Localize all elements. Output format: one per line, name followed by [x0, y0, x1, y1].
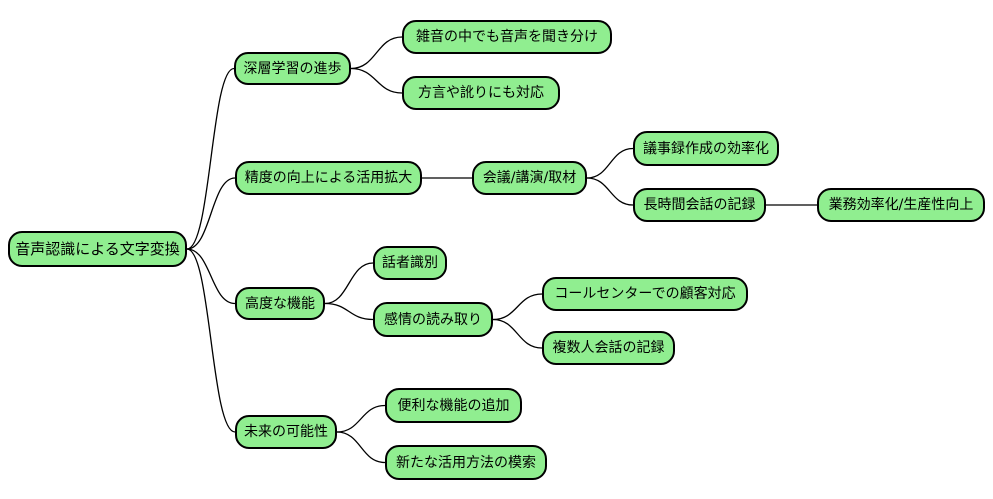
edge-deep-learning-noise-robust [350, 36, 403, 70]
edge-deep-learning-dialect [350, 67, 403, 94]
edge-meetings-long-conversation [586, 177, 634, 206]
node-multi-speaker[interactable]: 複数人会話の記録 [542, 331, 675, 365]
edge-advanced-speaker-id [324, 262, 374, 305]
node-call-center[interactable]: コールセンターでの顧客対応 [542, 277, 748, 311]
edge-root-advanced-features [186, 248, 236, 305]
node-speaker-id[interactable]: 話者識別 [373, 246, 447, 280]
node-emotion-reading[interactable]: 感情の読み取り [373, 302, 493, 337]
edge-root-accuracy-uses [186, 177, 236, 250]
node-accuracy-uses[interactable]: 精度の向上による活用拡大 [235, 161, 422, 195]
edge-root-future [186, 248, 236, 433]
node-root[interactable]: 音声認識による文字変換 [8, 231, 187, 267]
edge-future-new-features [336, 404, 386, 433]
node-long-conversation[interactable]: 長時間会話の記録 [633, 188, 766, 222]
node-advanced-features[interactable]: 高度な機能 [235, 287, 325, 320]
edge-emotion-multi-speaker [492, 318, 543, 349]
node-dialect-support[interactable]: 方言や訛りにも対応 [402, 76, 560, 110]
node-future[interactable]: 未来の可能性 [235, 415, 337, 449]
node-work-efficiency[interactable]: 業務効率化/生産性向上 [817, 188, 985, 222]
edge-future-new-uses [336, 431, 386, 464]
node-deep-learning[interactable]: 深層学習の進歩 [234, 52, 351, 85]
node-meetings[interactable]: 会議/講演/取材 [472, 161, 587, 195]
node-new-uses[interactable]: 新たな活用方法の模索 [385, 445, 547, 480]
edge-meetings-minutes [586, 147, 634, 179]
node-new-features[interactable]: 便利な機能の追加 [385, 388, 522, 423]
edge-emotion-call-center [492, 293, 543, 321]
node-noise-robust[interactable]: 雑音の中でも音声を聞き分け [402, 20, 612, 54]
edge-root-deep-learning [186, 67, 235, 250]
node-minutes[interactable]: 議事録作成の効率化 [633, 131, 779, 166]
edge-advanced-emotion [324, 302, 374, 321]
